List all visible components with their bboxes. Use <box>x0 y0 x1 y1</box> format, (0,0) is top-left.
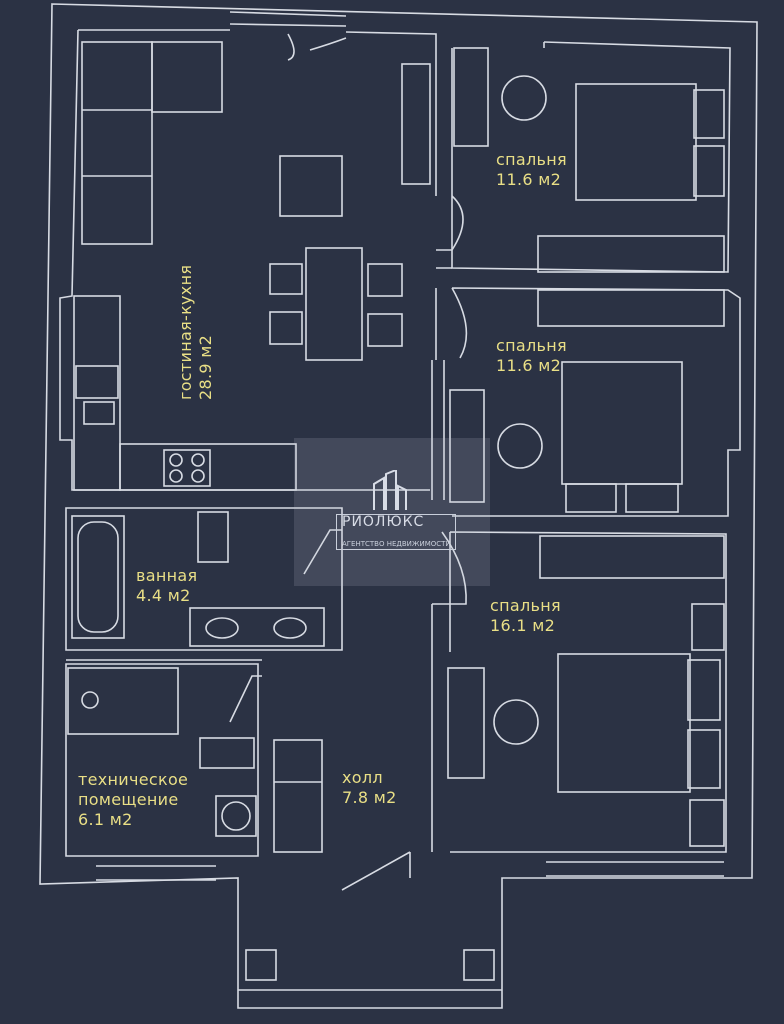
bedroom1-door <box>436 195 464 269</box>
bathroom-wall <box>65 507 343 651</box>
chair <box>269 311 303 345</box>
living-door <box>287 33 347 61</box>
bedroom3-desk <box>447 667 485 779</box>
bedroom2-label: спальня 11.6 м2 <box>496 336 567 376</box>
dining-table <box>305 247 363 361</box>
bedroom3-pillow <box>687 659 721 721</box>
tv-unit <box>401 63 431 185</box>
sofa-seat <box>151 41 223 113</box>
bedroom3-shelf <box>691 603 725 651</box>
room-area: 7.8 м2 <box>342 788 397 807</box>
sofa <box>81 41 153 245</box>
room-name: холл <box>342 768 383 787</box>
utility-sink <box>215 795 257 837</box>
bedroom2-pillow <box>565 483 617 513</box>
building-logo-icon <box>373 470 407 510</box>
room-name: техническое <box>78 770 189 789</box>
watermark-subtitle: АГЕНТСТВО НЕДВИЖИМОСТИ <box>342 540 451 548</box>
bathroom-label: ванная 4.4 м2 <box>136 566 197 606</box>
inner-wall <box>59 29 731 491</box>
technical-room-label: техническое помещение 6.1 м2 <box>78 770 188 830</box>
bedroom1-wardrobe <box>453 47 489 147</box>
armchair <box>279 155 343 217</box>
bedroom1-bed-pillow <box>693 145 725 197</box>
bedroom2-wall <box>435 287 741 517</box>
room-name: спальня <box>490 596 561 615</box>
chair <box>367 313 403 347</box>
bathtub-inner <box>77 521 119 633</box>
hall-label: холл 7.8 м2 <box>342 768 397 808</box>
bedroom3-wall <box>431 531 727 853</box>
room-name: гостиная-кухня <box>176 264 195 400</box>
chair <box>269 263 303 295</box>
room-name: помещение <box>78 790 179 809</box>
room-area: 28.9 м2 <box>196 334 215 400</box>
window-bottom <box>96 861 724 881</box>
bedroom3-label: спальня 16.1 м2 <box>490 596 561 636</box>
bedroom3-cabinet <box>689 799 725 847</box>
technical-door <box>229 675 262 723</box>
bedroom3-round-table <box>493 699 539 745</box>
window-top <box>229 11 347 27</box>
room-area: 4.4 м2 <box>136 586 191 605</box>
boiler <box>67 667 179 735</box>
outer-wall <box>39 3 758 1009</box>
room-area: 16.1 м2 <box>490 616 556 635</box>
sink <box>273 617 307 639</box>
washer <box>199 737 255 769</box>
porch-planter <box>245 949 277 981</box>
entrance-door <box>341 851 411 891</box>
boiler-pipe <box>81 691 99 709</box>
bedroom1-round-table <box>501 75 547 121</box>
living-room-label: гостиная-кухня 28.9 м2 <box>176 265 216 400</box>
watermark-brand: РИОЛЮКС <box>342 514 425 530</box>
hall-closet <box>273 739 323 853</box>
vanity <box>189 607 325 647</box>
bedroom1-bed <box>575 83 697 201</box>
chair <box>367 263 403 297</box>
bedroom3-bed <box>557 653 691 793</box>
porch-planter <box>463 949 495 981</box>
room-name: спальня <box>496 336 567 355</box>
bedroom2-bed <box>561 361 683 485</box>
kitchen-counter-bottom <box>119 443 297 491</box>
bedroom3-door <box>432 531 467 605</box>
toilet <box>197 511 229 563</box>
room-area: 6.1 м2 <box>78 810 133 829</box>
room-area: 11.6 м2 <box>496 356 562 375</box>
bedroom2-pillow <box>625 483 679 513</box>
bedroom3-wardrobe <box>539 535 725 579</box>
watermark: РИОЛЮКС АГЕНТСТВО НЕДВИЖИМОСТИ <box>294 438 490 586</box>
bedroom2-desk <box>449 389 485 503</box>
bedroom2-wardrobe <box>537 289 725 327</box>
bathroom-door <box>303 529 342 575</box>
watermark-frame <box>336 514 456 550</box>
kitchen-counter <box>73 295 121 491</box>
room-name: ванная <box>136 566 198 585</box>
kitchen-sink <box>75 365 119 399</box>
kitchen-sink-basin <box>83 401 115 425</box>
room-area: 11.6 м2 <box>496 170 562 189</box>
bedroom2-round-table <box>497 423 543 469</box>
bedroom1-wall <box>451 42 545 196</box>
room-name: спальня <box>496 150 567 169</box>
sink <box>205 617 239 639</box>
cooktop <box>163 449 211 487</box>
bedroom1-bed-pillow <box>693 89 725 139</box>
technical-wall <box>65 659 262 857</box>
bedroom1-label: спальня 11.6 м2 <box>496 150 567 190</box>
bedroom3-pillow <box>687 729 721 789</box>
bedroom1-nightstand <box>537 235 725 273</box>
bathtub <box>71 515 125 639</box>
